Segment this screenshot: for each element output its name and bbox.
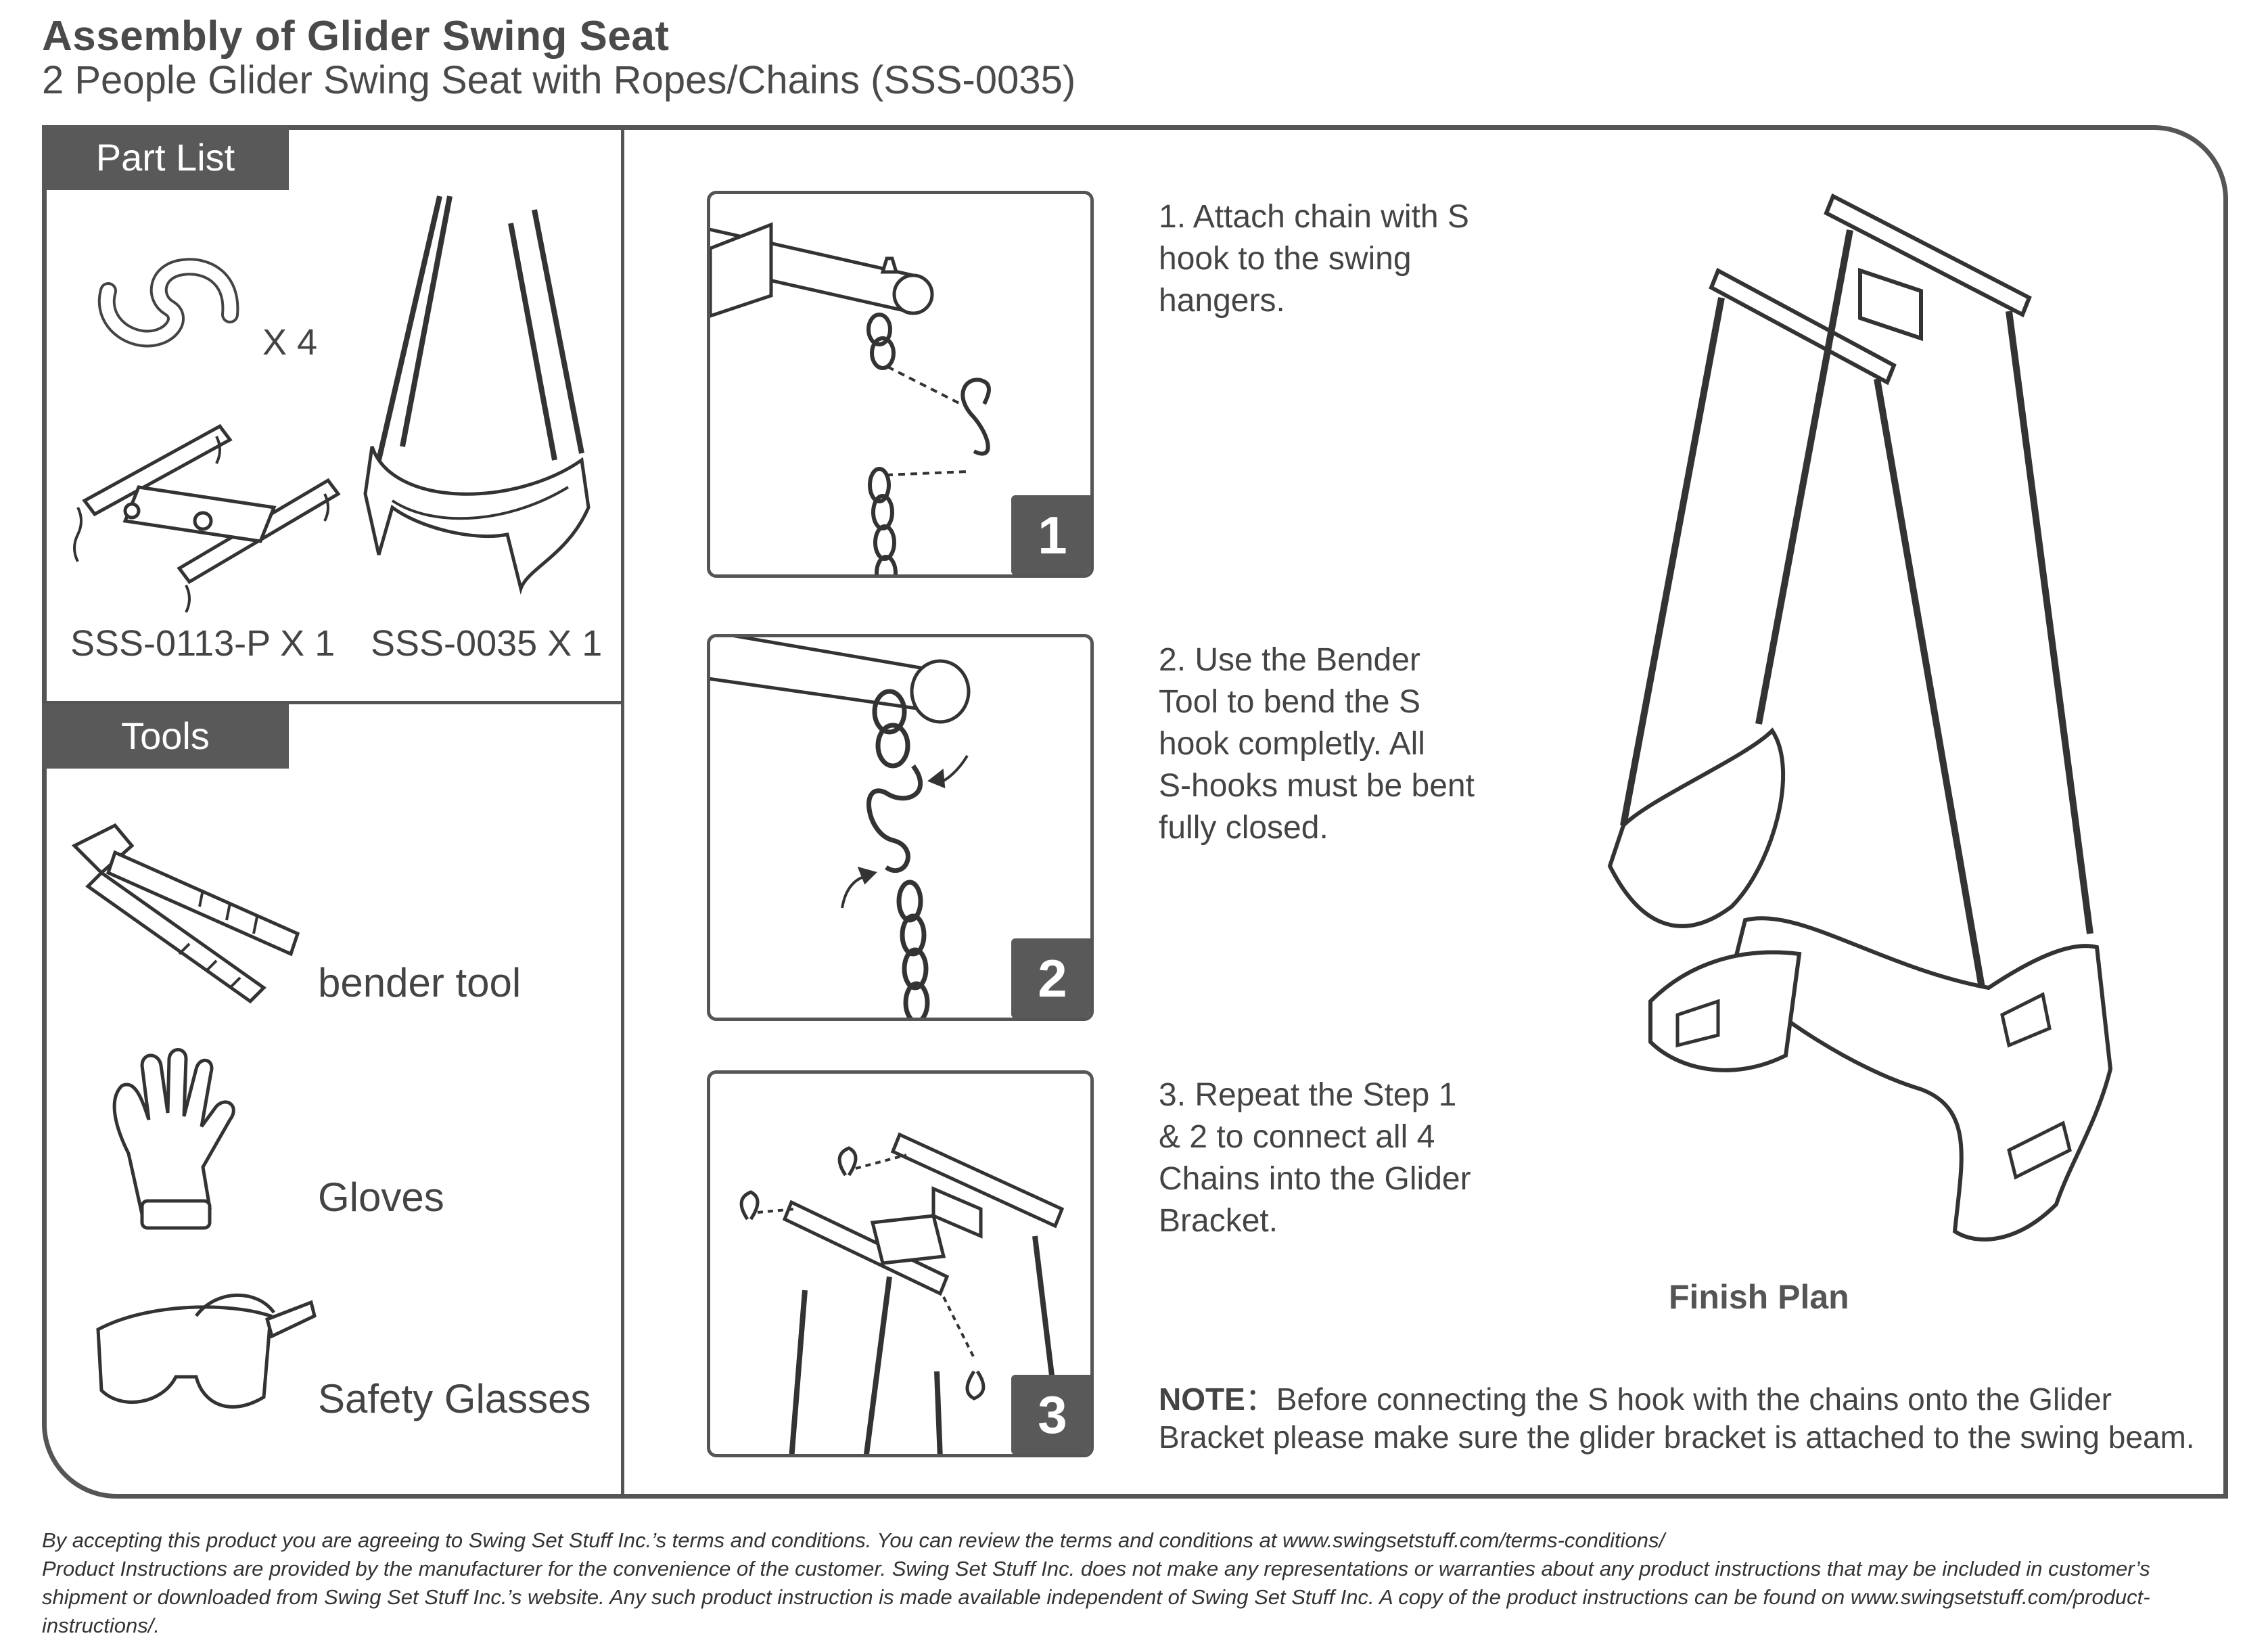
step-2-text: 2. Use the Bender Tool to bend the S hoo…	[1159, 642, 1475, 846]
part-list-heading: Part List	[42, 125, 289, 190]
note-label: NOTE	[1159, 1382, 1245, 1417]
footer-disclaimer: By accepting this product you are agreei…	[42, 1526, 2234, 1640]
step-3-panel: 3	[707, 1070, 1094, 1457]
note-text: Before connecting the S hook with the ch…	[1159, 1382, 2195, 1455]
tools-heading: Tools	[42, 704, 289, 769]
tool-label-safety-glasses: Safety Glasses	[318, 1376, 591, 1421]
safety-glasses-icon	[96, 1293, 317, 1409]
column-divider	[621, 125, 624, 1499]
step-1-text: 1. Attach chain with S hook to the swing…	[1159, 199, 1469, 319]
tool-label-bender: bender tool	[318, 960, 522, 1005]
tool-label-gloves: Gloves	[318, 1175, 444, 1220]
page-subtitle: 2 People Glider Swing Seat with Ropes/Ch…	[42, 58, 1076, 102]
finish-plan-illustration	[1607, 193, 2113, 1242]
instruction-frame	[42, 125, 2228, 1499]
step-1-panel: 1	[707, 191, 1094, 578]
step-2-illustration	[710, 637, 971, 1018]
step-3-number: 3	[1011, 1375, 1090, 1454]
section-divider	[42, 701, 622, 704]
glider-bracket-icon	[73, 424, 341, 613]
step-1-number: 1	[1011, 495, 1090, 574]
seat-label: SSS-0035 X 1	[371, 623, 603, 664]
s-hook-quantity: X 4	[262, 322, 318, 363]
gloves-icon	[112, 1048, 235, 1230]
step-3-illustration	[739, 1132, 1065, 1454]
finish-plan-label: Finish Plan	[1669, 1278, 1849, 1316]
footer-line-instructions: Product Instructions are provided by the…	[42, 1557, 2150, 1637]
s-hook-icon	[97, 258, 239, 348]
step-1-illustration	[710, 222, 991, 574]
page-title: Assembly of Glider Swing Seat	[42, 13, 670, 60]
step-3-text: 3. Repeat the Step 1 & 2 to connect all …	[1159, 1077, 1471, 1239]
footer-line-terms: By accepting this product you are agreei…	[42, 1528, 1665, 1552]
note: NOTE：Before connecting the S hook with t…	[1159, 1380, 2221, 1456]
step-2-panel: 2	[707, 634, 1094, 1021]
bracket-label: SSS-0113-P X 1	[70, 623, 335, 664]
bender-tool-icon	[71, 823, 300, 1004]
note-separator: ：	[1245, 1382, 1276, 1417]
step-2-number: 2	[1011, 938, 1090, 1018]
swing-seat-icon	[363, 196, 591, 595]
